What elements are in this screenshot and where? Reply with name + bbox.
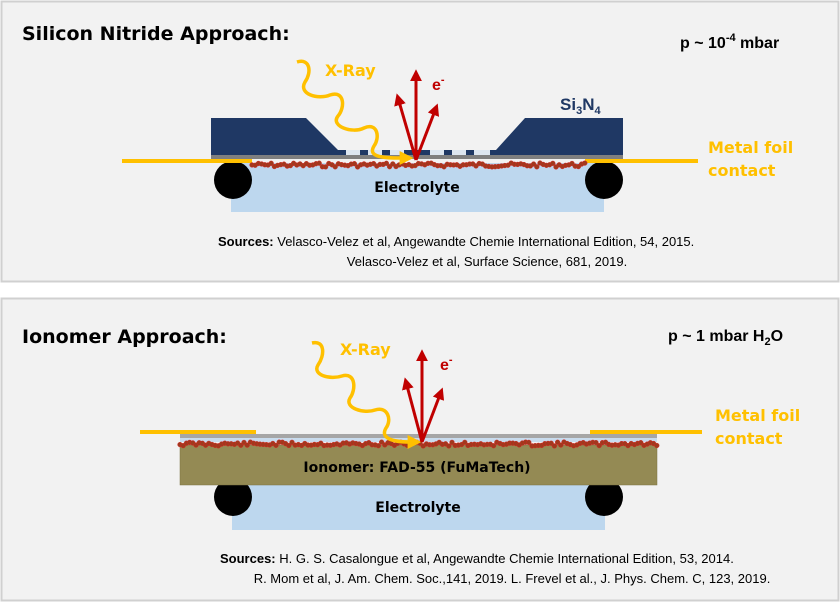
pressure-label: p ~ 1 mbar H2O <box>668 328 783 348</box>
catalyst-particle <box>551 443 558 449</box>
right-o-ring <box>585 478 623 516</box>
catalyst-particle <box>332 164 338 170</box>
electrolyte <box>232 485 605 530</box>
electrolyte <box>231 163 604 212</box>
sources-line2: R. Mom et al, J. Am. Chem. Soc.,141, 201… <box>254 571 771 586</box>
si3n4-label: Si3N4 <box>560 95 601 117</box>
sources-line2: Velasco-Velez et al, Surface Science, 68… <box>347 254 627 269</box>
metal-foil-label-line1: Metal foil <box>708 138 793 157</box>
xray-label: X-Ray <box>340 340 391 359</box>
electron-label: e- <box>432 74 445 94</box>
catalyst-particles <box>249 160 588 170</box>
catalyst-particle <box>273 442 279 448</box>
xray-wave <box>311 340 422 449</box>
catalyst-particle <box>286 442 292 449</box>
electron-label: e- <box>440 354 453 374</box>
catalyst-particle <box>534 164 540 170</box>
metal-foil-left <box>122 159 252 163</box>
xray-wave <box>296 59 414 165</box>
catalyst-particles <box>177 439 660 449</box>
catalyst-particle <box>596 443 602 449</box>
metal-foil-left <box>140 430 256 434</box>
metal-foil-label-line2: contact <box>708 161 776 180</box>
metal-foil-label-line1: Metal foil <box>715 406 800 425</box>
right-o-ring <box>585 161 623 199</box>
catalyst-particle <box>558 442 564 448</box>
catalyst-particle <box>462 439 468 445</box>
ionomer-membrane <box>179 444 658 486</box>
left-o-ring <box>214 478 252 516</box>
panel-title: Ionomer Approach: <box>22 326 227 348</box>
silicon-nitride-panel: Silicon Nitride Approach: p ~ 10-4 mbar … <box>0 0 840 283</box>
catalyst-particle <box>654 442 660 449</box>
catalyst-particle <box>323 164 329 170</box>
catalyst-particle <box>316 160 322 166</box>
electron-arrows <box>394 69 440 161</box>
catalyst-particle <box>582 160 588 166</box>
sources-line1: Sources: H. G. S. Casalongue et al, Ange… <box>220 551 734 566</box>
metal-foil-label-line2: contact <box>715 429 783 448</box>
catalyst-particle <box>449 439 455 445</box>
catalyst-particle <box>268 160 274 166</box>
sources-line1: Sources: Velasco-Velez et al, Angewandte… <box>218 234 694 249</box>
catalyst-particle <box>375 443 382 449</box>
catalyst-particle <box>446 443 452 449</box>
catalyst-particle <box>491 443 497 449</box>
xray-label: X-Ray <box>325 61 376 80</box>
pressure-label: p ~ 10-4 mbar <box>680 32 779 52</box>
left-o-ring <box>214 161 252 199</box>
panel-title: Silicon Nitride Approach: <box>22 23 290 45</box>
electrolyte-label: Electrolyte <box>374 180 459 196</box>
catalyst-particle <box>383 160 390 166</box>
catalyst-particle <box>593 440 599 446</box>
catalyst-particle <box>351 161 358 167</box>
catalyst-particle <box>526 439 532 446</box>
electrolyte-label: Electrolyte <box>375 500 460 516</box>
membrane-dashes <box>346 150 490 155</box>
metal-foil-right <box>585 159 698 163</box>
catalyst-particle <box>244 442 250 448</box>
electron-arrows <box>402 349 445 443</box>
catalyst-particle <box>550 160 556 166</box>
si3n4-window <box>211 118 623 156</box>
ionomer-panel: Ionomer Approach: p ~ 1 mbar H2O Ionomer… <box>0 297 840 602</box>
ionomer-label: Ionomer: FAD-55 (FuMaTech) <box>303 460 530 476</box>
panel-background <box>0 0 840 283</box>
metal-foil-right <box>590 430 702 434</box>
